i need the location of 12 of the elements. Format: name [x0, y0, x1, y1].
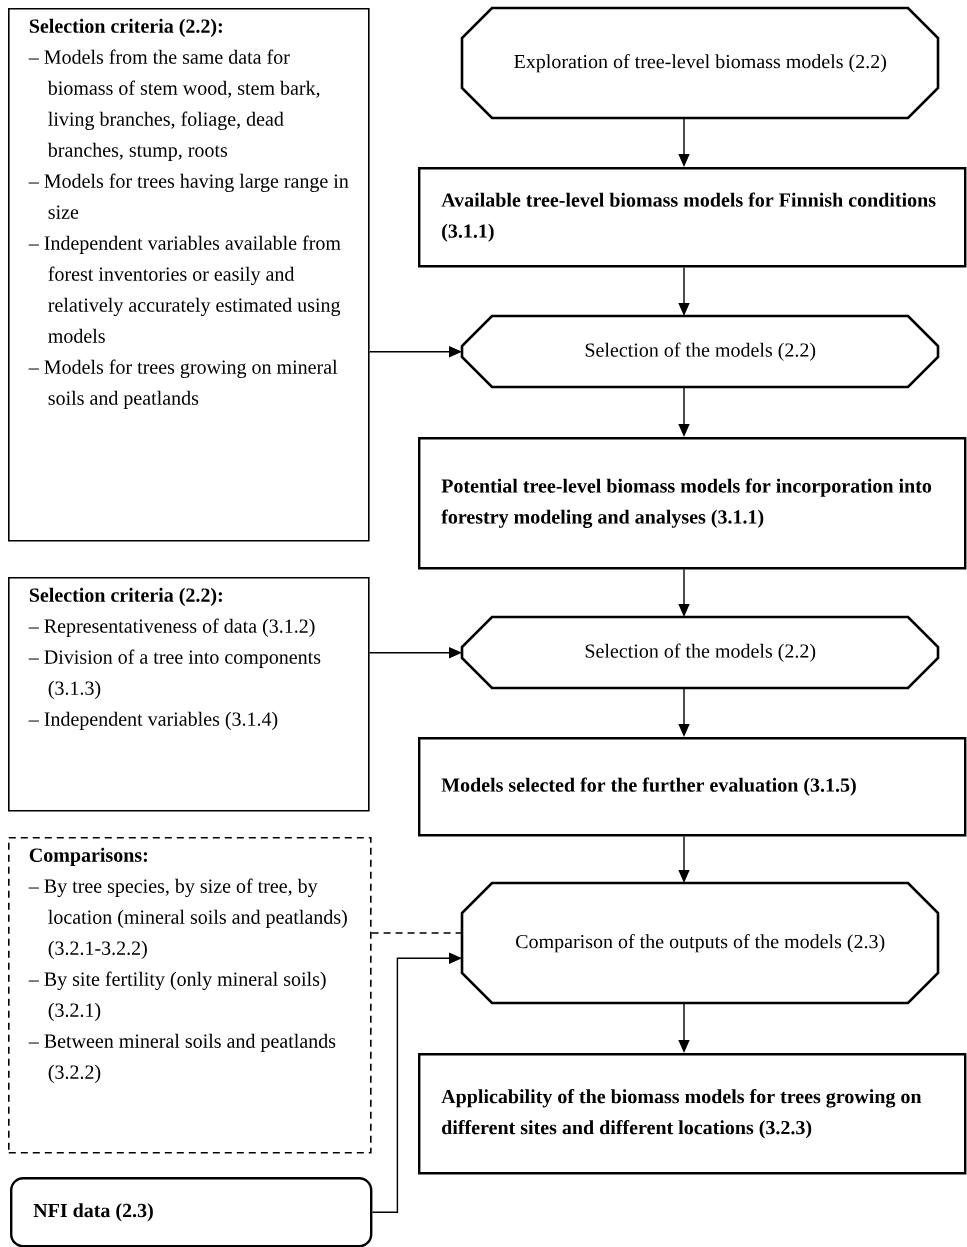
data-box: NFI data (2.3): [10, 1177, 373, 1247]
result-box: Potential tree-level biomass models for incorporation into forestry modeling and analyses (3.1.1): [418, 437, 967, 570]
process-octagon: Comparison of the outputs of the models (2.3): [460, 881, 940, 1005]
comparison-box: Comparisons: – By tree species, by size of tree, by location (mineral soils and peatlands) (3.2.1-3.2.2) – By site fertility (only mineral soils) (3.2.1) – Between mineral soils and peatlands (3.2.2): [8, 837, 372, 1154]
process-octagon: Exploration of tree-level biomass models (2.2): [460, 6, 940, 120]
result-box: Available tree-level biomass models for Finnish conditions (3.1.1): [418, 167, 967, 268]
result-box: Applicability of the biomass models for trees growing on different sites and different locations (3.2.3): [418, 1053, 967, 1175]
criteria-box: Selection criteria (2.2): – Representativeness of data (3.1.2) – Division of a tree into components (3.1.3) – Independent variables (3.1.4): [8, 577, 370, 812]
criteria-box: Selection criteria (2.2): – Models from the same data for biomass of stem wood, stem bark, living branches, foliage, dead branches, stump, roots – Models for trees having large range in size – Independent variables available from forest inventories or easily and relatively accurately estimated using models – Models for trees growing on mineral soils and peatlands: [8, 8, 370, 542]
result-box: Models selected for the further evaluation (3.1.5): [418, 737, 967, 837]
process-octagon: Selection of the models (2.2): [460, 314, 940, 389]
process-octagon: Selection of the models (2.2): [460, 615, 940, 690]
